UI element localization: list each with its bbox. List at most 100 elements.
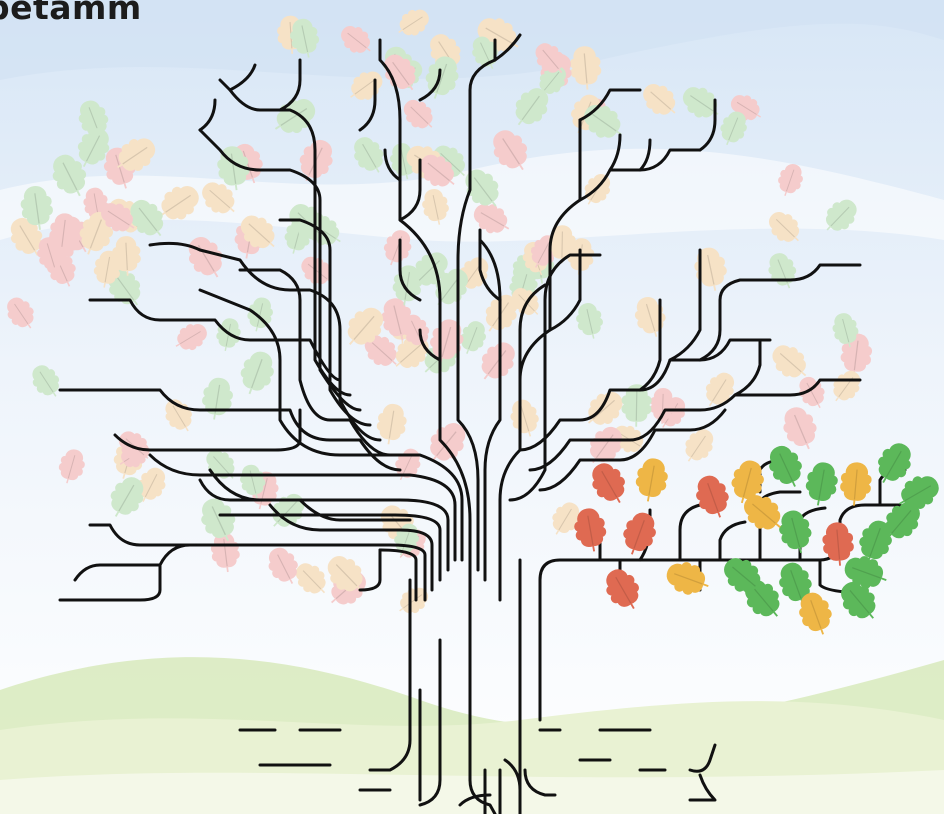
page-title: betamm [0, 0, 142, 27]
left-branch [418, 328, 442, 362]
faded-leaf [108, 268, 141, 306]
right-branch [698, 98, 717, 152]
highlighted-leaf [878, 443, 911, 484]
faded-leaf [49, 213, 78, 253]
highlighted-leaf [799, 592, 832, 635]
faded-leaf [772, 345, 807, 378]
left-branch [398, 158, 422, 222]
highlighted-leaf [744, 495, 781, 530]
right-branch [638, 138, 652, 172]
left-branch [198, 128, 362, 412]
faded-leaf [481, 342, 515, 380]
right-branch [528, 378, 862, 472]
faded-leaf [20, 185, 53, 230]
highlighted-leaf [724, 558, 761, 593]
trunk-strand [208, 468, 450, 572]
highlighted-leaf [696, 475, 729, 518]
root-line [503, 758, 522, 814]
trunk-strand [198, 288, 464, 562]
faded-leaf [460, 321, 486, 354]
faded-leaf [584, 105, 622, 138]
faded-leaf [569, 46, 602, 90]
faded-leaf [364, 334, 397, 366]
faded-leaf [465, 169, 499, 207]
left-branch [278, 58, 302, 112]
right-branch [548, 248, 582, 332]
left-branch [88, 298, 342, 382]
faded-leaf [118, 431, 149, 460]
faded-leaf [473, 204, 510, 234]
faded-leaf [515, 88, 549, 126]
highlighted-leaf [769, 445, 802, 487]
faded-leaf [825, 199, 857, 231]
highlighted-branch [718, 520, 747, 562]
highlighted-leaf [635, 458, 668, 502]
left-branch [238, 268, 392, 457]
root-line [418, 638, 442, 807]
root-line [458, 793, 492, 807]
right-branch [608, 133, 622, 172]
trunk-strand [498, 118, 582, 602]
trunk-strand [148, 453, 457, 562]
faded-leaf [705, 372, 735, 407]
highlighted-leaf [822, 522, 854, 566]
highlighted-leaf-cluster [574, 443, 939, 635]
root-line [688, 773, 717, 802]
faded-leaf [295, 563, 326, 594]
faded-leaf [117, 138, 156, 171]
trunk-strand [268, 503, 434, 592]
faded-leaf [485, 294, 518, 332]
sky-band [0, 0, 944, 80]
faded-leaf [783, 407, 817, 450]
highlighted-leaf [606, 569, 639, 610]
root-line [368, 578, 412, 772]
highlighted-branch [818, 558, 847, 594]
left-branch [358, 548, 382, 592]
right-branch [578, 88, 642, 122]
trunk-strand [218, 513, 442, 582]
root-line [688, 743, 717, 773]
faded-leaf [240, 351, 274, 395]
faded-leaf [778, 164, 803, 196]
left-branch [418, 68, 442, 102]
left-branch [198, 478, 412, 522]
trunk-strand [378, 38, 472, 782]
highlighted-leaf [898, 476, 939, 509]
highlighted-leaf [731, 460, 764, 504]
faded-leaf [769, 212, 800, 242]
faded-leaf [383, 230, 412, 266]
left-branch [358, 78, 377, 132]
root-line [523, 768, 557, 797]
right-branch [698, 263, 862, 362]
highlighted-leaf [844, 556, 887, 589]
faded-leaf [201, 498, 236, 542]
faded-leaf [240, 215, 275, 249]
faded-leaf [422, 189, 449, 225]
left-branch [58, 563, 162, 602]
left-branch [218, 78, 352, 397]
highlighted-leaf [574, 508, 607, 552]
faded-leaf [621, 384, 652, 427]
faded-leaf [685, 429, 714, 462]
trunk-strand [378, 548, 418, 602]
faded-leaf [7, 297, 34, 329]
faded-leaf [52, 154, 87, 197]
faded-leaf [354, 137, 384, 173]
right-branch [733, 338, 762, 397]
right-branch [518, 283, 547, 442]
right-branch [508, 253, 602, 502]
faded-leaf [202, 182, 235, 214]
left-branch [113, 408, 302, 452]
highlighted-leaf [841, 582, 876, 619]
faded-leaf [510, 399, 539, 437]
highlighted-leaf [592, 463, 625, 504]
left-branch [88, 523, 197, 547]
faded-leaf [347, 307, 384, 345]
right-branch [478, 228, 502, 302]
faded-leaf [420, 154, 455, 187]
faded-leaf [175, 324, 207, 350]
faded-leaf [398, 9, 429, 36]
